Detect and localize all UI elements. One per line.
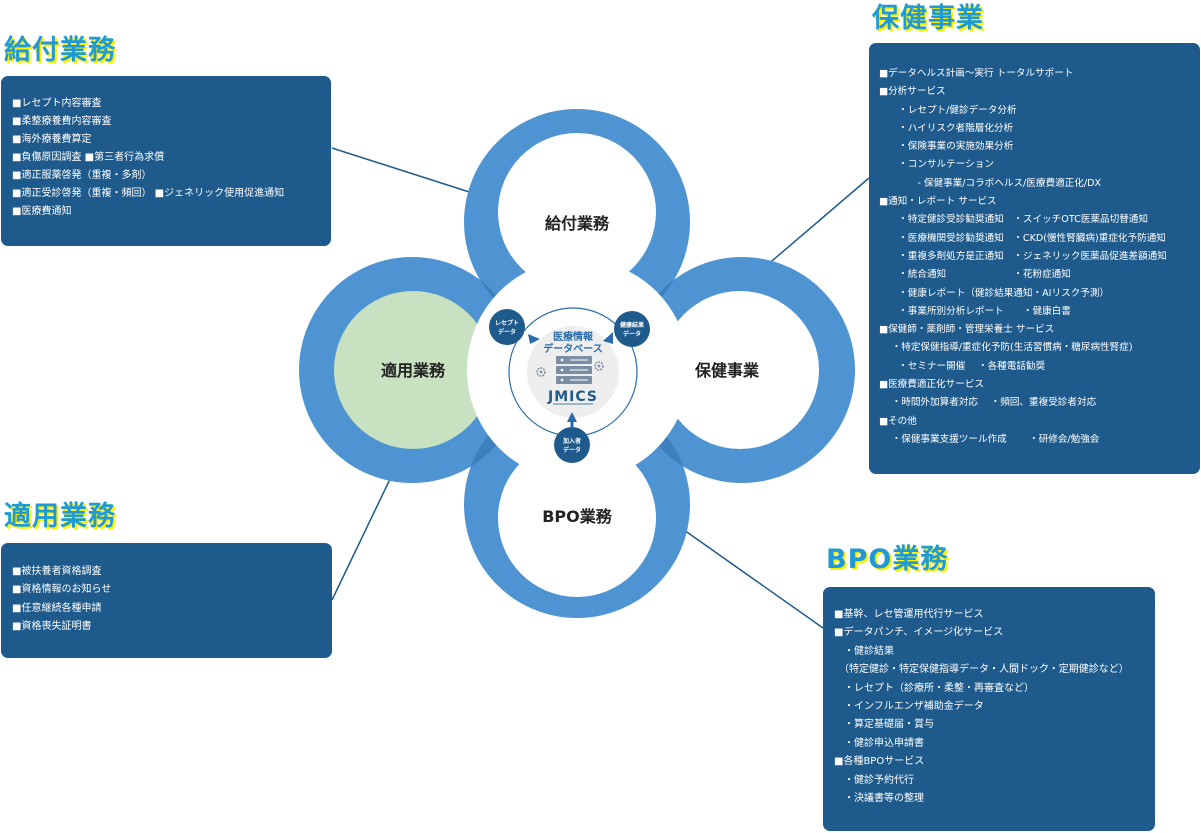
connector-kyufu (331, 147, 489, 199)
list-item: ■データパンチ、イメージ化サービス (834, 627, 1004, 639)
list-item: ・医療機関受診勧奨通知 ・CKD(慢性腎臓病)重症化予防通知 (879, 232, 1166, 244)
list-item: ■海外療養費算定 (12, 134, 92, 145)
list-item: ・健康レポート（健診結果通知・AIリスク予測） (879, 287, 1110, 299)
list-item: ・セミナー開催 ・各種電話勧奨 (879, 360, 1046, 372)
list-item: ・決議書等の整理 (834, 793, 924, 805)
list-item: ■通知・レポート サービス (879, 196, 997, 208)
list-tekiyo: ■被扶養者資格調査 ■資格情報のお知らせ ■任意継続各種申請 ■資格喪失証明書 (12, 563, 332, 637)
petal-label-bpo: BPO業務 (542, 507, 613, 526)
list-item: ■その他 (879, 415, 917, 427)
list-item: ・健診予約代行 (834, 774, 914, 786)
svg-text:データ: データ (498, 328, 516, 336)
list-item: ■レセプト内容審査 (12, 98, 102, 109)
svg-text:加入者: 加入者 (562, 437, 581, 445)
list-item: ・特定健診受診勧奨通知 ・スイッチOTC医薬品切替通知 (879, 214, 1148, 226)
list-item: ・特定保健指導/重症化予防(生活習慣病・糖尿病性腎症) (879, 342, 1133, 354)
list-hoken: ■データヘルス計画～実行 トータルサポート ■分析サービス ・レセプト/健診データ… (879, 65, 1200, 449)
list-item: ■保健師・薬剤師・管理栄養士 サービス (879, 324, 1055, 336)
list-item: ■データヘルス計画～実行 トータルサポート (879, 68, 1074, 79)
petal-rings (299, 109, 855, 618)
list-item: ・重複多剤処方是正通知 ・ジェネリック医薬品促進差額通知 (879, 250, 1167, 262)
petal-disc-bottom (498, 439, 656, 597)
svg-text:データ: データ (623, 330, 641, 338)
heading-tekiyo: 適用業務 (4, 501, 116, 532)
list-item: ・インフルエンザ補助金データ (834, 701, 984, 713)
jmics-logo: JMICS (547, 389, 598, 405)
heading-kyufu: 給付業務 (4, 35, 116, 66)
list-item: ■適正受診啓発（重複・頻回） ■ジェネリック使用促進通知 (12, 188, 285, 199)
panel-tekiyo: ■被扶養者資格調査 ■資格情報のお知らせ ■任意継続各種申請 ■資格喪失証明書 (1, 543, 332, 658)
petal-label-kyufu: 給付業務 (545, 214, 610, 233)
petal-label-hoken: 保健事業 (694, 361, 760, 380)
petal-label-tekiyo: 適用業務 (381, 361, 446, 380)
list-item: ■資格喪失証明書 (12, 621, 92, 633)
list-item: ・レセプト（診療所・柔整・再審査など） (834, 682, 1034, 694)
petal-disc-left (334, 291, 492, 449)
list-item: ■適正服薬啓発（重複・多剤） (12, 170, 152, 181)
list-item: ・コンサルテーション (879, 159, 994, 171)
arrow-icons (528, 332, 613, 428)
list-item: ■資格情報のお知らせ (12, 584, 112, 596)
list-item: ・時間外加算者対応 ・頻回、重複受診者対応 (879, 397, 1097, 409)
list-item: ・統合通知 ・花粉症通知 (879, 269, 1071, 281)
petal-disc-right (661, 291, 819, 449)
list-item: ■各種BPOサービス (834, 756, 925, 768)
node-receipt-data: レセプト データ (489, 309, 525, 345)
list-item: ■医療費通知 (12, 206, 72, 217)
panel-bpo: ■基幹、レセ管運用代行サービス ■データパンチ、イメージ化サービス ・健診結果 （… (823, 587, 1155, 831)
list-item: ・健診結果 (834, 645, 894, 657)
list-item: ■医療費適正化サービス (879, 379, 985, 391)
list-item: ■基幹、レセ管運用代行サービス (834, 609, 984, 620)
db-title-line1: 医療情報 (553, 330, 594, 343)
server-stack-icon (556, 356, 592, 384)
list-bpo: ■基幹、レセ管運用代行サービス ■データパンチ、イメージ化サービス ・健診結果 （… (834, 606, 1155, 808)
gear-icon (536, 367, 546, 377)
list-item: （特定健診・特定保健指導データ・人間ドック・定期健診など） (834, 664, 1129, 676)
list-item: ■任意継続各種申請 (12, 602, 102, 614)
heading-hoken: 保健事業 (872, 3, 984, 34)
list-item: ・保健事業支援ツール作成 ・研修会/勉強会 (879, 433, 1100, 445)
list-item: - 保健事業/コラボヘルス/医療費適正化/DX (879, 177, 1102, 189)
list-item: ■分析サービス (879, 86, 946, 98)
list-item: ・算定基礎届・賞与 (834, 719, 934, 731)
db-title-line2: データベース (543, 342, 603, 355)
list-item: ・ハイリスク者階層化分析 (879, 122, 1014, 134)
petal-disc-top (498, 133, 656, 291)
list-item: ・保険事業の実施効果分析 (879, 141, 1014, 153)
svg-text:データ: データ (563, 446, 581, 454)
list-item: ・事業所別分析レポート ・健康白書 (879, 305, 1071, 317)
list-item: ■柔整療養費内容審査 (12, 116, 112, 127)
panel-kyufu: ■レセプト内容審査 ■柔整療養費内容審査 ■海外療養費算定 ■負傷原因調査 ■第三者行… (1, 76, 331, 246)
heading-bpo: BPO業務 (826, 544, 949, 575)
svg-text:レセプト: レセプト (495, 319, 519, 327)
node-health-data: 健康結果 データ (614, 311, 650, 347)
panel-hoken: ■データヘルス計画～実行 トータルサポート ■分析サービス ・レセプト/健診データ… (869, 43, 1200, 474)
list-kyufu: ■レセプト内容審査 ■柔整療養費内容審査 ■海外療養費算定 ■負傷原因調査 ■第三者行… (12, 95, 331, 221)
list-item: ■被扶養者資格調査 (12, 566, 102, 577)
list-item: ■負傷原因調査 ■第三者行為求償 (12, 152, 165, 163)
svg-text:健康結果: 健康結果 (620, 321, 644, 329)
gear-icon-right (594, 361, 604, 371)
node-member-data: 加入者 データ (554, 427, 590, 463)
database-hub: 医療情報 データベース JMICS レセプト データ (489, 309, 650, 463)
list-item: ・健診申込申請書 (834, 737, 924, 749)
list-item: ・レセプト/健診データ分析 (879, 104, 1017, 116)
